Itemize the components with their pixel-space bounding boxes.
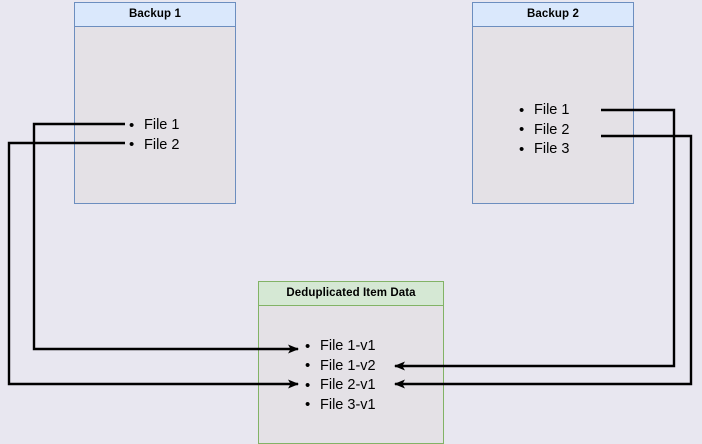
node-backup-1[interactable]: Backup 1	[74, 2, 236, 204]
deduplicated-item-list: File 1-v1 File 1-v2 File 2-v1 File 3-v1	[305, 337, 376, 415]
list-item: File 1	[519, 101, 569, 121]
list-item: File 1	[129, 116, 179, 136]
list-item: File 1-v2	[305, 356, 376, 377]
node-backup-2-title: Backup 2	[473, 3, 633, 27]
list-item: File 2	[519, 120, 569, 141]
node-backup-1-title: Backup 1	[75, 3, 235, 27]
list-item: File 3	[519, 140, 569, 160]
list-item: File 3-v1	[305, 395, 376, 416]
node-deduplicated-item-data-title: Deduplicated Item Data	[259, 282, 443, 306]
node-backup-1-body	[75, 27, 235, 203]
backup-2-file-list: File 1 File 2 File 3	[519, 101, 569, 160]
backup-1-file-list: File 1 File 2	[129, 116, 179, 155]
list-item: File 2	[129, 135, 179, 156]
list-item: File 1-v1	[305, 337, 376, 357]
list-item: File 2-v1	[305, 376, 376, 396]
